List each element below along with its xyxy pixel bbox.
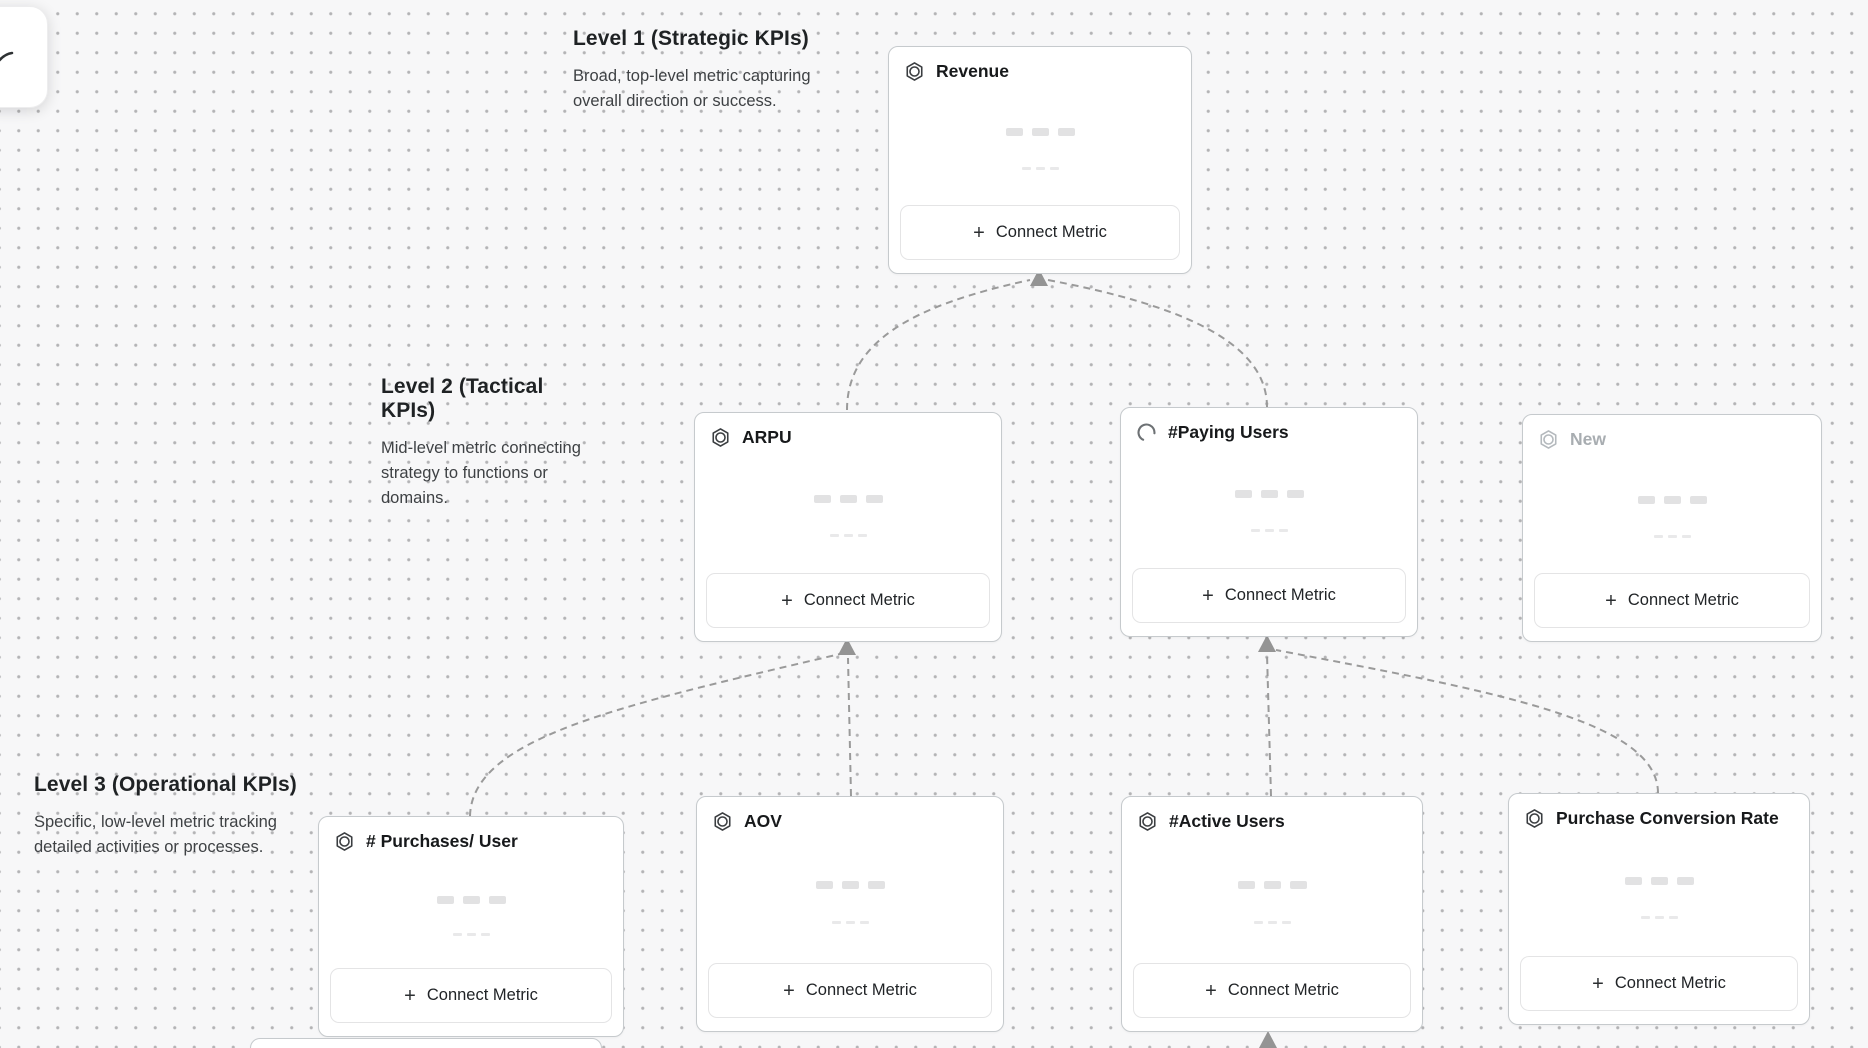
skeleton-blocks <box>1121 490 1417 499</box>
plus-icon: + <box>1202 584 1214 607</box>
metric-card-purchases-per-user[interactable]: # Purchases/ User + Connect Metric <box>318 816 624 1037</box>
skeleton-dashes <box>697 921 1003 925</box>
card-header: Revenue <box>889 47 1191 82</box>
metric-card-active-users[interactable]: #Active Users + Connect Metric <box>1121 796 1423 1032</box>
connect-metric-button[interactable]: + Connect Metric <box>1534 573 1810 628</box>
connect-metric-button[interactable]: + Connect Metric <box>708 963 992 1018</box>
hexagon-metric-icon <box>1540 430 1557 449</box>
plus-icon: + <box>1205 979 1217 1002</box>
level-1-label: Level 1 (Strategic KPIs) Broad, top-leve… <box>573 27 825 114</box>
arrowhead-active-users <box>1259 1031 1277 1048</box>
level-3-description: Specific, low-level metric tracking deta… <box>34 813 277 856</box>
connect-metric-label: Connect Metric <box>805 981 917 999</box>
hexagon-metric-icon <box>712 428 729 447</box>
metric-card-aov[interactable]: AOV + Connect Metric <box>696 796 1004 1032</box>
metric-card-purchase-conversion-rate[interactable]: Purchase Conversion Rate + Connect Metri… <box>1508 793 1810 1025</box>
plus-icon: + <box>783 979 795 1002</box>
metric-card-revenue[interactable]: Revenue + Connect Metric <box>888 46 1192 274</box>
level-1-description: Broad, top-level metric capturing overal… <box>573 67 811 110</box>
card-title: Revenue <box>936 61 1009 81</box>
connect-metric-label: Connect Metric <box>1227 981 1339 999</box>
skeleton-blocks <box>697 881 1003 890</box>
level-1-title: Level 1 (Strategic KPIs) <box>573 27 809 50</box>
level-3-title: Level 3 (Operational KPIs) <box>34 773 297 796</box>
plus-icon: + <box>1605 589 1617 612</box>
skeleton-blocks <box>319 895 623 904</box>
hexagon-metric-icon <box>714 812 731 831</box>
connector-aov-to-arpu <box>847 657 852 797</box>
arrowhead-paying-users <box>1258 635 1276 652</box>
connect-metric-label: Connect Metric <box>1614 974 1726 992</box>
card-title: Purchase Conversion Rate <box>1556 808 1779 828</box>
plus-icon: + <box>781 589 793 612</box>
card-title: New <box>1570 429 1606 449</box>
plus-icon: + <box>973 221 985 244</box>
connector-pcr-to-paying-users <box>1275 649 1659 794</box>
skeleton-dashes <box>889 166 1191 170</box>
connector-paying-users-to-revenue <box>1047 279 1268 408</box>
connect-metric-label: Connect Metric <box>426 986 538 1004</box>
hexagon-metric-icon <box>336 832 353 851</box>
connector-purchases-to-arpu <box>469 653 841 817</box>
connect-metric-label: Connect Metric <box>995 223 1107 241</box>
metric-card-new[interactable]: New + Connect Metric <box>1522 414 1822 642</box>
connector-active-users-to-paying-users <box>1266 653 1272 797</box>
hexagon-metric-icon <box>906 62 923 81</box>
connect-metric-button[interactable]: + Connect Metric <box>900 205 1180 260</box>
skeleton-blocks <box>1122 881 1422 890</box>
connect-metric-button[interactable]: + Connect Metric <box>330 968 612 1023</box>
metric-card-partial-bottom[interactable] <box>250 1038 602 1048</box>
connect-metric-label: Connect Metric <box>1224 586 1336 604</box>
skeleton-dashes <box>1121 528 1417 532</box>
card-title: #Active Users <box>1169 811 1285 831</box>
level-2-label: Level 2 (Tactical KPIs) Mid-level metric… <box>381 375 599 510</box>
card-header: Purchase Conversion Rate <box>1509 794 1809 829</box>
level-2-description: Mid-level metric connecting strategy to … <box>381 439 581 507</box>
hexagon-metric-icon <box>1139 812 1156 831</box>
skeleton-blocks <box>1509 876 1809 885</box>
card-header: AOV <box>697 797 1003 832</box>
level-2-title: Level 2 (Tactical KPIs) <box>381 375 544 422</box>
metric-card-arpu[interactable]: ARPU + Connect Metric <box>694 412 1002 642</box>
card-header: #Paying Users <box>1121 408 1417 443</box>
connect-metric-button[interactable]: + Connect Metric <box>1132 568 1406 623</box>
connect-metric-label: Connect Metric <box>803 591 915 609</box>
hexagon-metric-icon <box>1526 809 1543 828</box>
plus-icon: + <box>1592 972 1604 995</box>
cursor-tool-icon <box>0 51 14 62</box>
connect-metric-button[interactable]: + Connect Metric <box>706 573 990 628</box>
skeleton-dashes <box>1509 915 1809 919</box>
card-title: AOV <box>744 811 782 831</box>
connector-arpu-to-revenue <box>846 279 1031 411</box>
arrowhead-arpu <box>838 638 856 655</box>
connect-metric-button[interactable]: + Connect Metric <box>1520 956 1798 1011</box>
connect-metric-button[interactable]: + Connect Metric <box>1133 963 1411 1018</box>
connect-metric-label: Connect Metric <box>1627 591 1739 609</box>
skeleton-dashes <box>1122 921 1422 925</box>
skeleton-blocks <box>1523 496 1821 505</box>
card-title: # Purchases/ User <box>366 831 518 851</box>
floating-tool-button[interactable] <box>0 6 48 108</box>
level-3-label: Level 3 (Operational KPIs) Specific, low… <box>34 773 304 860</box>
card-header: New <box>1523 415 1821 450</box>
skeleton-dashes <box>1523 534 1821 538</box>
card-title: #Paying Users <box>1168 422 1289 442</box>
arrowhead-revenue <box>1030 269 1048 286</box>
skeleton-blocks <box>695 495 1001 504</box>
plus-icon: + <box>404 984 416 1007</box>
skeleton-blocks <box>889 128 1191 137</box>
card-header: # Purchases/ User <box>319 817 623 852</box>
spinner-icon <box>1137 423 1156 442</box>
skeleton-dashes <box>319 933 623 937</box>
metric-card-paying-users[interactable]: #Paying Users + Connect Metric <box>1120 407 1418 637</box>
card-header: #Active Users <box>1122 797 1422 832</box>
card-header: ARPU <box>695 413 1001 448</box>
skeleton-dashes <box>695 533 1001 537</box>
card-title: ARPU <box>742 427 792 447</box>
